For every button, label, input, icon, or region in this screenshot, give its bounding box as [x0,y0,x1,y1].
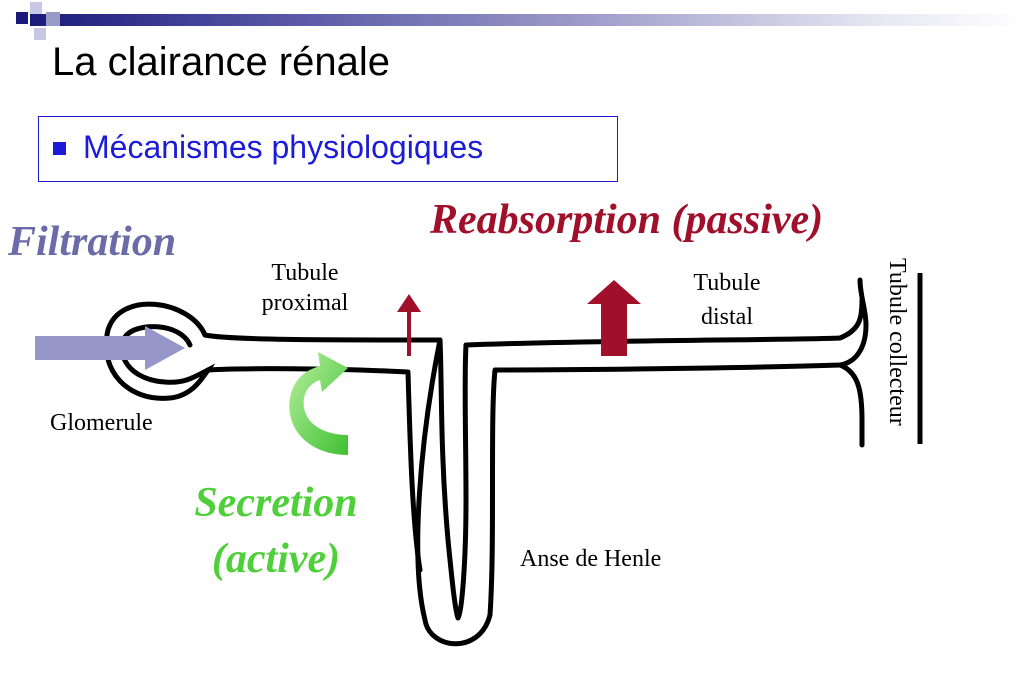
filtration-arrow-icon [35,326,185,370]
header-square-mid [46,12,60,26]
tubule-proximal-label: Tubule proximal [250,258,360,318]
bullet-text: Mécanismes physiologiques [83,129,484,165]
reabsorption-label: Reabsorption (passive) [430,197,824,243]
tubule-lower-wall [205,366,423,573]
distal-lower-wall [837,362,865,448]
tubule-collecteur-label: Tubule collecteur [884,258,910,426]
glomerule-label: Glomerule [50,410,153,436]
henle-inner-wall [437,297,865,621]
header-square-light [30,2,42,14]
secretion-line2: (active) [211,536,341,582]
filtration-label: Filtration [8,219,177,265]
secretion-curved-arrow-icon [289,352,348,455]
header-square-small [34,28,46,40]
secretion-line1: Secretion [194,480,358,526]
tubule-upper-wall-left [202,277,869,647]
header-square-dark [16,12,28,24]
anse-de-henle-label: Anse de Henle [520,546,662,572]
secretion-label: Secretion (active) [176,475,376,587]
bullet-box: Mécanismes physiologiques [38,116,618,182]
big-reabsorption-arrow-icon [587,280,641,356]
tubule-distal-line2: distal [701,304,753,330]
header-gradient-bar [30,14,1023,26]
tubule-proximal-line2: proximal [261,290,349,316]
page-title: La clairance rénale [52,40,390,84]
tubule-distal-label: Tubule distal [672,266,782,334]
small-reabsorption-arrow-head [397,294,421,312]
tubule-distal-line1: Tubule [693,270,761,296]
bullet-square-icon [53,142,66,155]
tubule-proximal-line1: Tubule [271,260,339,286]
